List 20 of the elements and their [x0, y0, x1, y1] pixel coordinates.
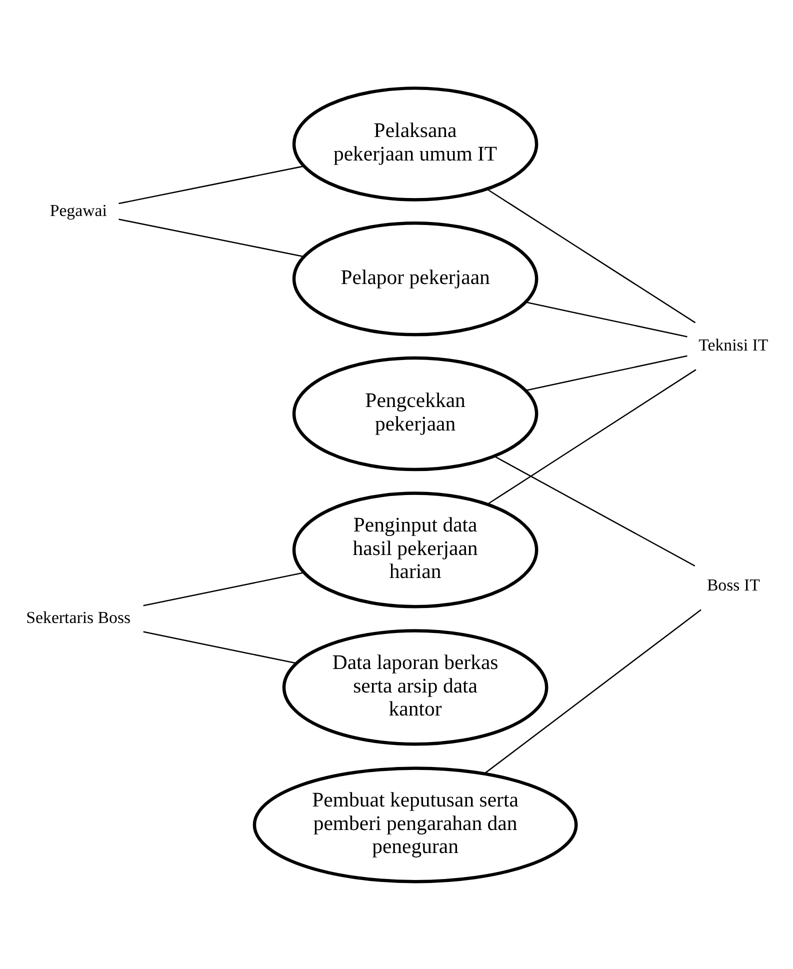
connector — [143, 630, 297, 664]
node-ellipse: Pembuat keputusan serta pemberi pengarahan dan peneguran — [252, 766, 578, 883]
connector — [484, 608, 702, 774]
node-ellipse: Pelapor pekerjaan — [292, 220, 538, 336]
connector — [525, 354, 688, 391]
connector — [525, 301, 688, 337]
connector — [486, 188, 696, 323]
node-ellipse: Data laporan berkas serta arsip data kantor — [282, 628, 548, 746]
connector — [143, 571, 304, 606]
connector — [494, 455, 696, 566]
connector — [118, 165, 304, 204]
node-text: Sekertaris Boss — [26, 608, 131, 627]
connector — [118, 218, 304, 257]
node-text: Boss IT — [706, 575, 760, 594]
node-ellipse: Pelaksana pekerjaan umum IT — [292, 86, 538, 201]
node-text: Pegawai — [50, 200, 107, 220]
node-text: Teknisi IT — [698, 335, 768, 354]
connector — [487, 368, 696, 504]
node-ellipse: Penginput data hasil pekerjaan harian — [292, 491, 538, 608]
node-ellipse: Pengcekkan pekerjaan — [292, 356, 538, 471]
